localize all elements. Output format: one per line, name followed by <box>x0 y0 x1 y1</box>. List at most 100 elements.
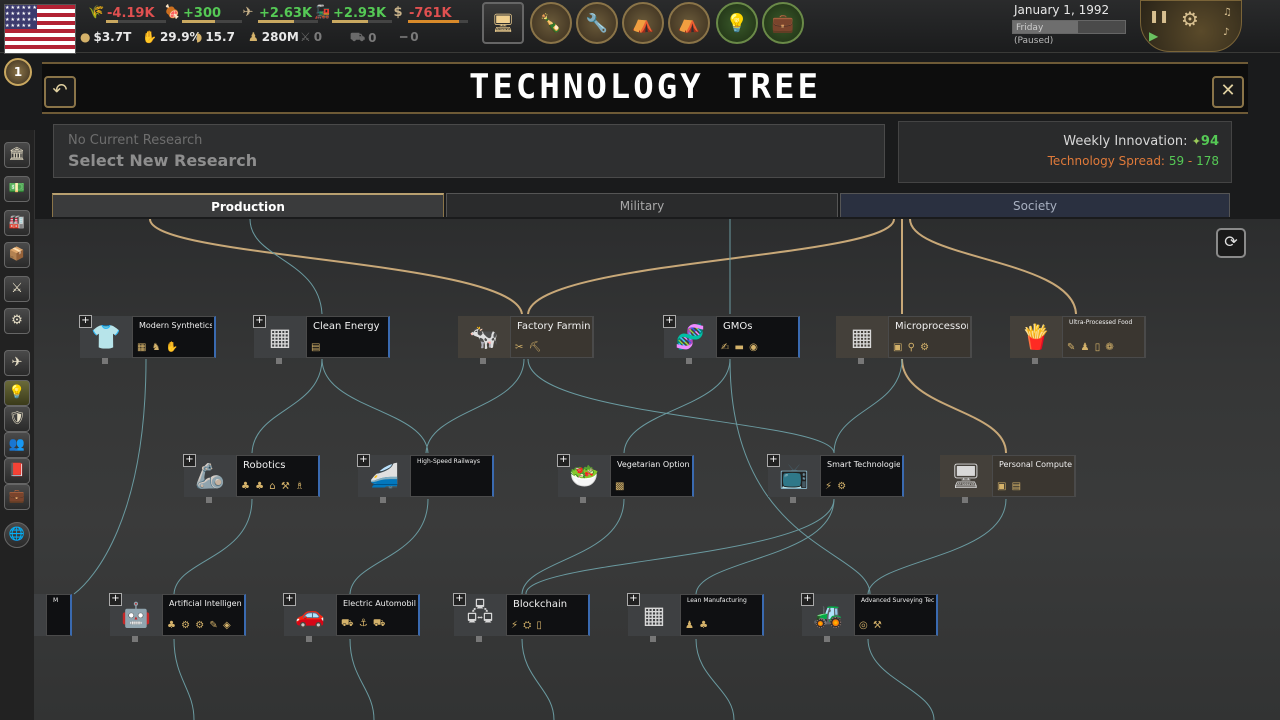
percent-icon: ✋ <box>142 30 157 44</box>
swords-icon[interactable]: ⚔ <box>4 276 30 302</box>
money-icon[interactable]: 💵 <box>4 176 30 202</box>
music-icon[interactable]: ♫ <box>1223 7 1232 18</box>
book-icon[interactable]: 📕 <box>4 458 30 484</box>
stat-gun[interactable]: ━0 <box>400 30 419 44</box>
queue-plus-button[interactable]: + <box>627 593 640 606</box>
consumer-goods-button[interactable]: 🍾 <box>530 2 572 44</box>
game-date: January 1, 1992 <box>1014 3 1110 17</box>
queue-plus-button[interactable]: + <box>357 454 370 467</box>
connection-line <box>173 498 253 595</box>
tech-node-robotics[interactable]: 🦾Robotics♣ ♣ ⌂ ⚒ ♗+ <box>183 454 320 503</box>
stat-rifle[interactable]: ⚔0 <box>300 30 322 44</box>
queue-plus-button[interactable]: + <box>109 593 122 606</box>
queue-plus-button[interactable]: + <box>79 315 92 328</box>
tech-name: GMOs <box>723 321 753 332</box>
technology-button[interactable]: 💡 <box>716 2 758 44</box>
queue-plus-button[interactable]: + <box>253 315 266 328</box>
tech-node-high-speed-railways[interactable]: 🚄High-Speed Railways+ <box>357 454 494 503</box>
tech-node-smart-technologies[interactable]: 📺Smart Technologies⚡ ⚙+ <box>767 454 904 503</box>
stat-coin[interactable]: ●$3.7T <box>80 30 131 44</box>
pause-icon[interactable]: ❚❚ <box>1149 9 1170 23</box>
current-research-panel[interactable]: No Current Research Select New Research <box>53 124 885 178</box>
stat-bread[interactable]: ◗15.7 <box>196 30 235 44</box>
industry-button[interactable]: 🔧 <box>576 2 618 44</box>
tech-node-microprocessor[interactable]: ▦Microprocessor▣ ⚲ ⚙ <box>836 316 972 364</box>
tech-node-label-box: Lean Manufacturing♟ ♣ <box>680 594 764 636</box>
people-icon[interactable]: 👥 <box>4 432 30 458</box>
crate-icon[interactable]: 📦 <box>4 242 30 268</box>
tech-effect-icons: ✎ ♟ ▯ ❁ <box>1067 342 1115 353</box>
tech-node-blockchain[interactable]: 🖧Blockchain⚡ ⛭ ▯+ <box>453 593 590 642</box>
tech-node-clean-energy[interactable]: ▦Clean Energy▤+ <box>253 315 390 364</box>
tab-society[interactable]: Society <box>840 193 1230 217</box>
tech-name: Personal Computer <box>999 460 1072 469</box>
computer-advisor-button[interactable]: 🖥 <box>482 2 524 44</box>
top-bar: ★★★★★★ ★★★★★ ★★★★★★ ★★★★★ 🌾-4.19K🍖+300✈+… <box>0 0 1280 54</box>
shield-icon[interactable]: 🛡 <box>4 406 30 432</box>
page-title: TECHNOLOGY TREE <box>468 67 822 107</box>
node-connector <box>650 636 656 642</box>
tech-node-lean-manufacturing[interactable]: ▦Lean Manufacturing♟ ♣+ <box>627 593 764 642</box>
stat-tank[interactable]: ⛟0 <box>350 30 376 46</box>
resource-bar <box>182 20 242 23</box>
rank-badge[interactable]: 1 <box>4 58 32 86</box>
tech-node-artificial-intelligence[interactable]: 🤖Artificial Intelligence♣ ⚙ ⚙ ✎ ◈+ <box>109 593 246 642</box>
connection-line <box>623 358 731 454</box>
tech-node-gmos[interactable]: 🧬GMOs✍ ▬ ◉+ <box>663 315 800 364</box>
resource-industry[interactable]: ✈+2.63K <box>240 4 318 23</box>
tech-node-advanced-surveying[interactable]: 🚜Advanced Surveying Technologies◎ ⚒+ <box>801 593 938 642</box>
connection-line <box>527 358 835 454</box>
stat-people[interactable]: ♟280M <box>248 30 299 44</box>
plane-icon[interactable]: ✈ <box>4 350 30 376</box>
wheat-icon: 🌾 <box>88 5 105 20</box>
queue-plus-button[interactable]: + <box>663 315 676 328</box>
settings-icon[interactable]: ♪ <box>1223 27 1230 38</box>
resource-value: +2.93K <box>333 5 387 21</box>
tech-node-ultra-processed-food[interactable]: 🍟Ultra-Processed Food✎ ♟ ▯ ❁ <box>1010 316 1146 364</box>
lightbulb-icon[interactable]: 💡 <box>4 380 30 406</box>
queue-plus-button[interactable]: + <box>453 593 466 606</box>
tech-node-vegetarian-options[interactable]: 🥗Vegetarian Options▩+ <box>557 454 694 503</box>
tab-production[interactable]: Production <box>52 193 444 217</box>
resource-energy[interactable]: 🚂+2.93K <box>314 4 392 23</box>
tech-node-personal-computer[interactable]: 🖥Personal Computer▣ ▤ <box>940 455 1076 503</box>
resource-goods[interactable]: 🍖+300 <box>164 4 242 23</box>
tech-node-factory-farming[interactable]: 🐄Factory Farming✂ ⛏ <box>458 316 594 364</box>
stat-percent[interactable]: ✋29.9% <box>142 30 202 44</box>
briefcase-button[interactable]: 💼 <box>762 2 804 44</box>
back-arrow-icon: ↶ <box>52 80 68 101</box>
connection-line <box>73 358 147 595</box>
globe-gear-icon[interactable]: ⚙ <box>4 308 30 334</box>
government-icon[interactable]: 🏛 <box>4 142 30 168</box>
resource-money[interactable]: $-761K <box>390 4 468 23</box>
factory-icon[interactable]: 🏭 <box>4 210 30 236</box>
speed-clock[interactable]: ❚❚ ▶ ⚙ ♫ ♪ <box>1140 0 1242 52</box>
dependency-lines <box>73 219 1007 720</box>
queue-plus-button[interactable]: + <box>767 454 780 467</box>
close-button[interactable]: ✕ <box>1212 76 1244 108</box>
queue-plus-button[interactable]: + <box>283 593 296 606</box>
tech-node-modern-synthetics[interactable]: 👕Modern Synthetics▦ ♞ ✋+ <box>79 315 216 364</box>
resource-food[interactable]: 🌾-4.19K <box>88 4 166 23</box>
resource-value: -4.19K <box>107 5 155 21</box>
meat-icon: 🍖 <box>164 5 181 20</box>
back-button[interactable]: ↶ <box>44 76 76 108</box>
technology-tree-canvas[interactable]: 👕Modern Synthetics▦ ♞ ✋+ ▦Clean Energy▤+ 🐄… <box>34 219 1280 720</box>
refresh-button[interactable]: ⟳ <box>1216 228 1246 258</box>
weekly-innovation-label: Weekly Innovation: <box>1063 134 1188 149</box>
queue-plus-button[interactable]: + <box>801 593 814 606</box>
tech-node-label-box: Vegetarian Options▩ <box>610 455 694 497</box>
store-button[interactable]: ⛺ <box>668 2 710 44</box>
briefcase-icon[interactable]: 💼 <box>4 484 30 510</box>
tech-node-offscreen-m[interactable]: M+ <box>34 594 72 636</box>
tech-node-electric-automobile[interactable]: 🚗Electric Automobile⛟ ⚓ ⛟+ <box>283 593 420 642</box>
market-button[interactable]: ⛺ <box>622 2 664 44</box>
tech-effect-icons: ♣ ♣ ⌂ ⚒ ♗ <box>241 481 305 492</box>
country-flag-usa[interactable]: ★★★★★★ ★★★★★ ★★★★★★ ★★★★★ <box>4 4 76 54</box>
queue-plus-button[interactable]: + <box>557 454 570 467</box>
play-icon[interactable]: ▶ <box>1149 29 1159 43</box>
globe-icon[interactable]: 🌐 <box>4 522 30 548</box>
tab-military[interactable]: Military <box>446 193 838 217</box>
queue-plus-button[interactable]: + <box>183 454 196 467</box>
category-tabs: Production Military Society <box>52 193 1230 219</box>
